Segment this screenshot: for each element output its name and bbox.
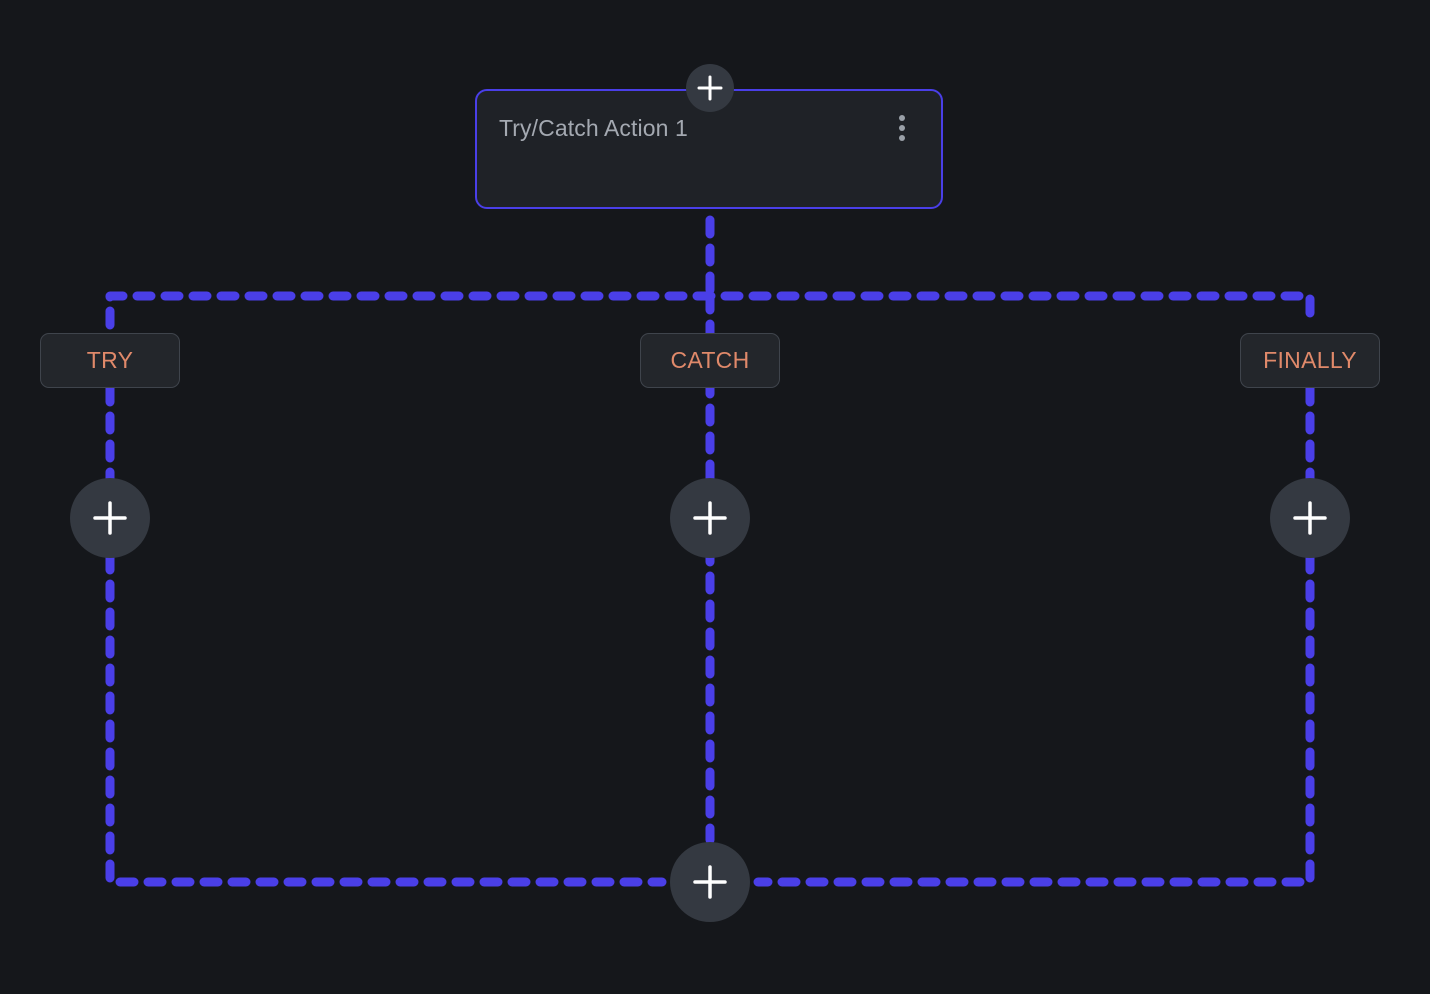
plus-icon — [697, 75, 723, 101]
plus-icon — [1293, 501, 1327, 535]
connector-try-branch — [105, 383, 667, 887]
branch-label-try: TRY — [40, 333, 180, 388]
menu-dot — [899, 115, 905, 121]
add-try-step-button[interactable] — [70, 478, 150, 558]
branch-label-finally: FINALLY — [1240, 333, 1380, 388]
add-finally-step-button[interactable] — [1270, 478, 1350, 558]
menu-dot — [899, 125, 905, 131]
more-vert-icon[interactable] — [887, 111, 917, 145]
plus-icon — [693, 865, 727, 899]
plus-icon — [93, 501, 127, 535]
branch-label-text: CATCH — [670, 347, 750, 373]
node-title: Try/Catch Action 1 — [499, 115, 688, 141]
add-catch-step-button[interactable] — [670, 478, 750, 558]
plus-icon — [693, 501, 727, 535]
branch-label-text: FINALLY — [1263, 347, 1357, 373]
branch-label-text: TRY — [86, 347, 134, 373]
menu-dot — [899, 135, 905, 141]
add-step-above-button[interactable] — [686, 64, 734, 112]
add-step-after-merge-button[interactable] — [670, 842, 750, 922]
branch-label-catch: CATCH — [640, 333, 780, 388]
connector-finally-branch — [753, 383, 1315, 887]
